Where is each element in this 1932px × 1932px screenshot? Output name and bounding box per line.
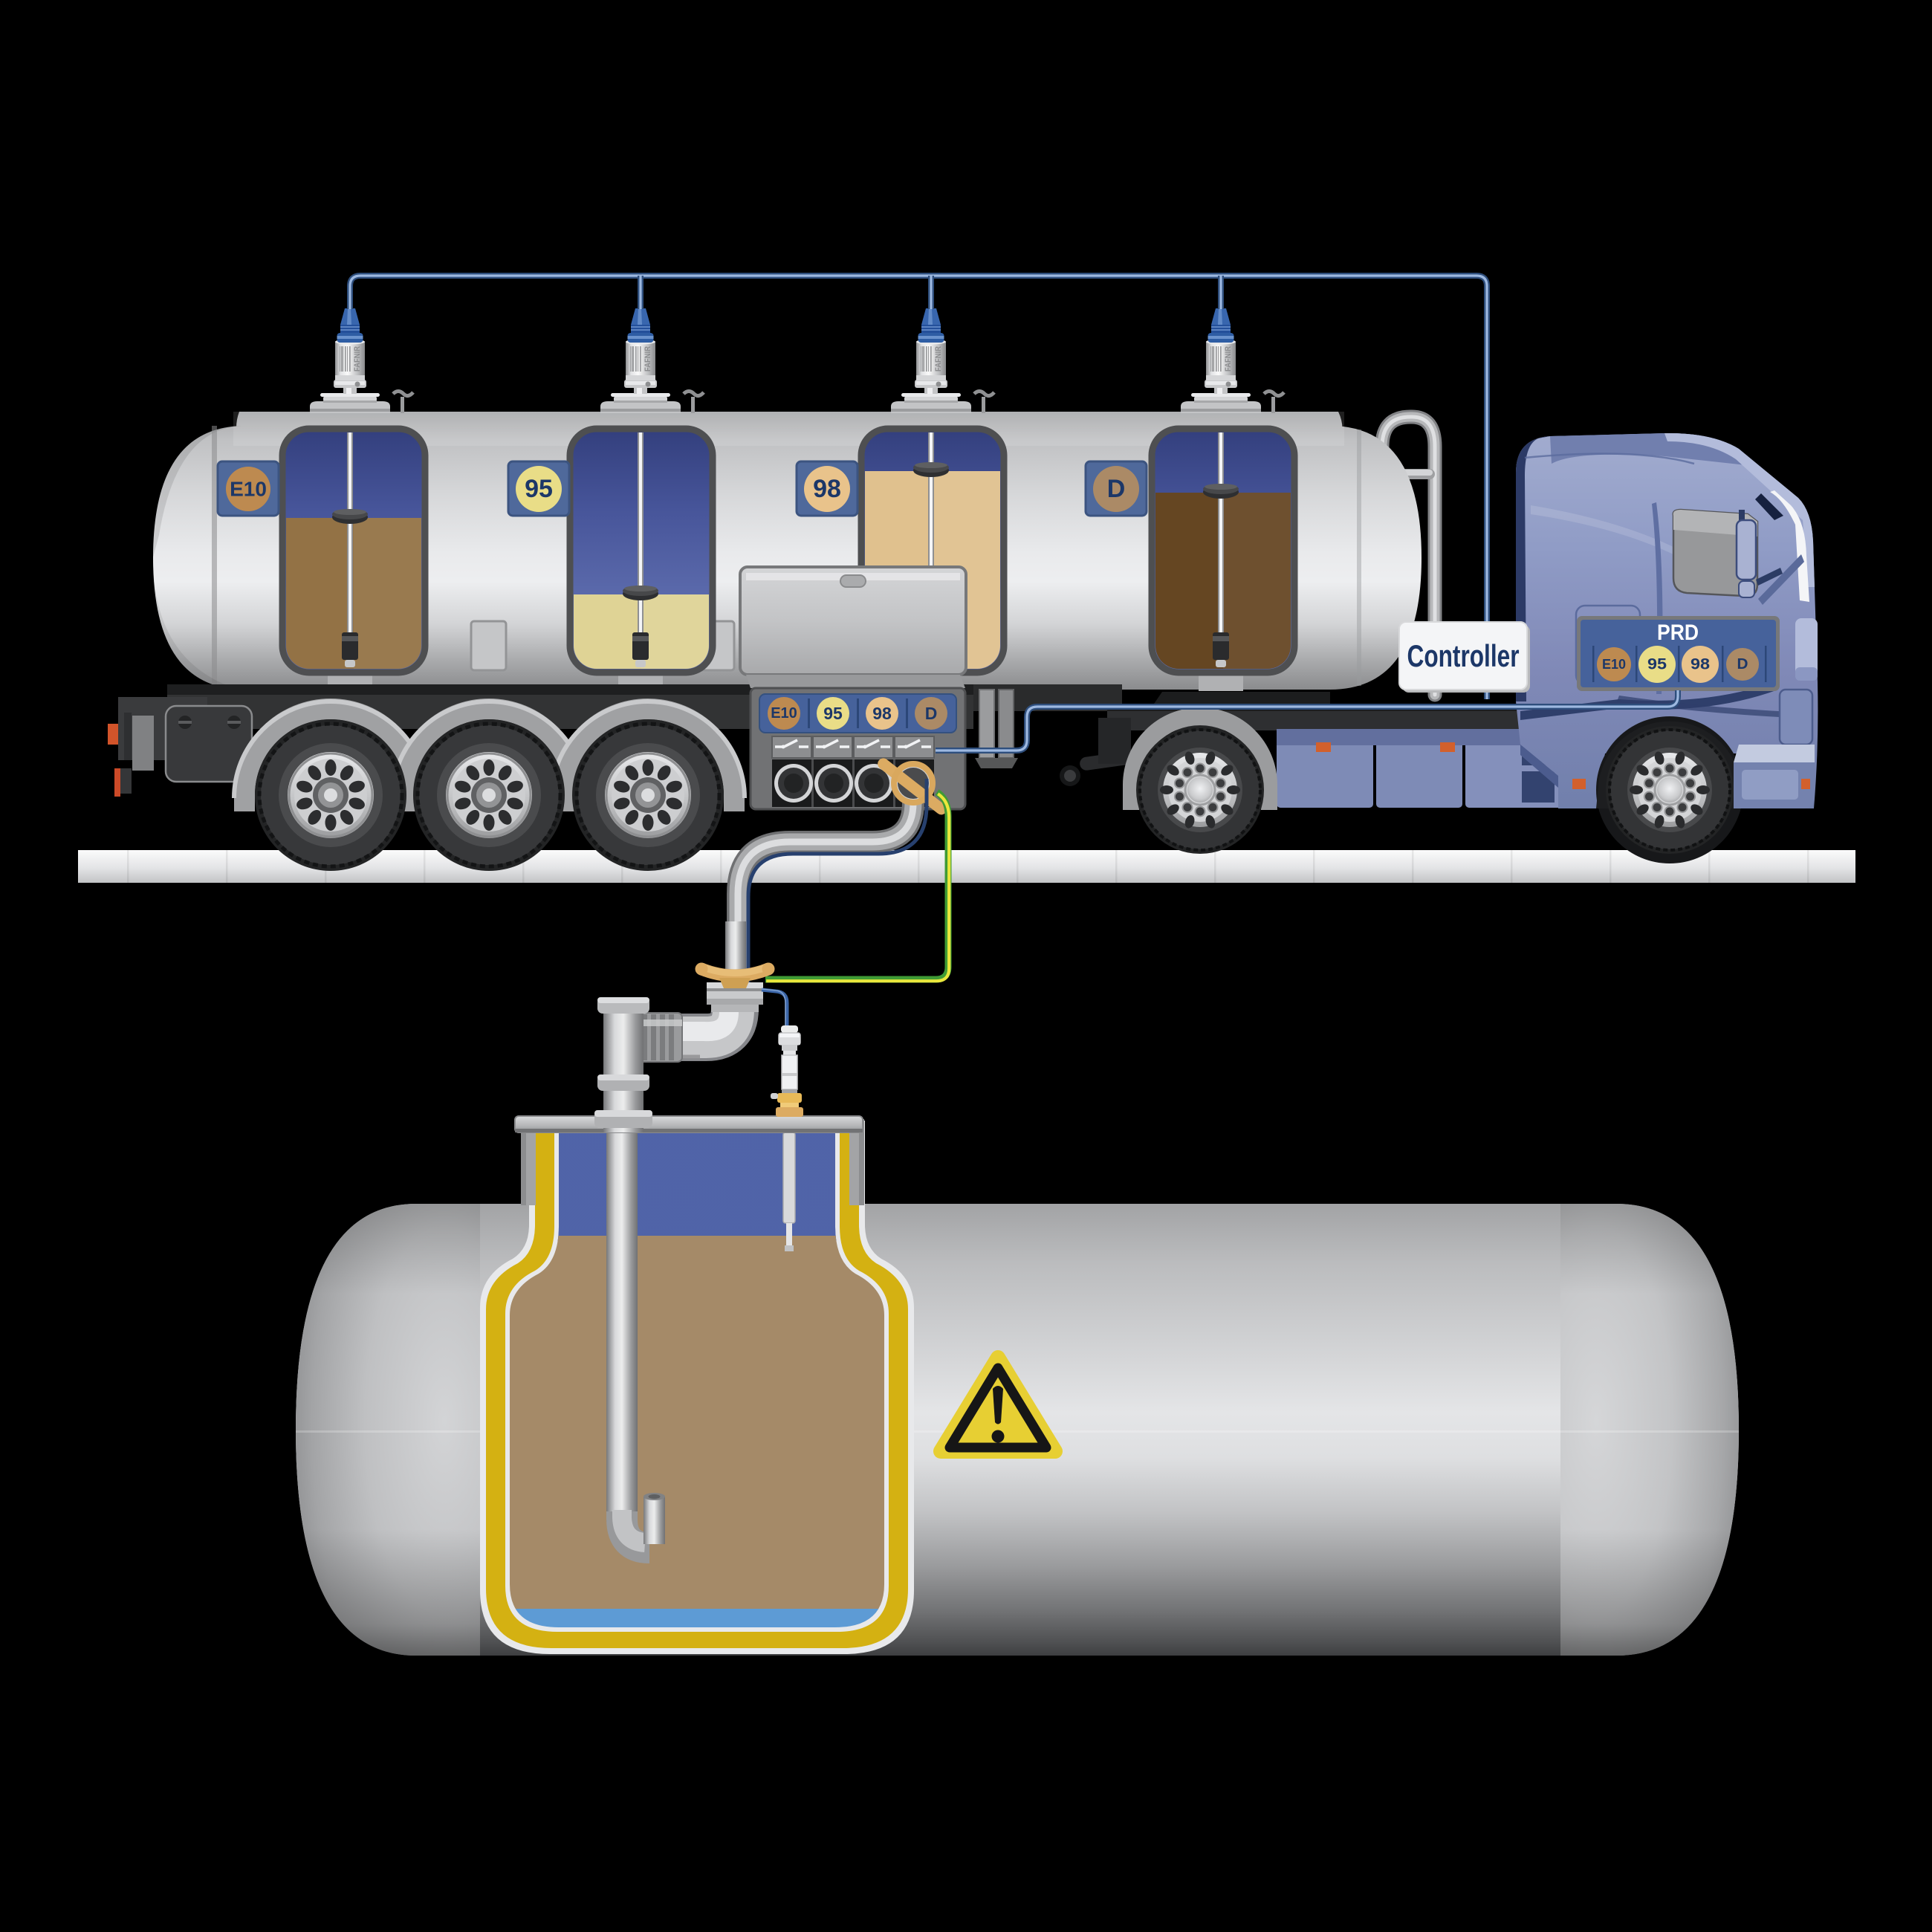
svg-text:98: 98 [1690,656,1710,673]
svg-text:95: 95 [525,475,553,503]
svg-text:E10: E10 [230,478,267,501]
svg-text:Controller: Controller [1407,638,1520,673]
svg-text:PRD: PRD [1657,620,1699,645]
svg-text:E10: E10 [771,705,797,722]
svg-text:98: 98 [813,475,841,503]
svg-text:98: 98 [872,704,892,723]
svg-text:D: D [925,704,938,723]
svg-text:D: D [1107,475,1126,503]
svg-text:95: 95 [823,704,843,723]
svg-text:E10: E10 [1602,657,1626,672]
svg-text:D: D [1737,656,1748,672]
svg-text:95: 95 [1647,656,1667,673]
